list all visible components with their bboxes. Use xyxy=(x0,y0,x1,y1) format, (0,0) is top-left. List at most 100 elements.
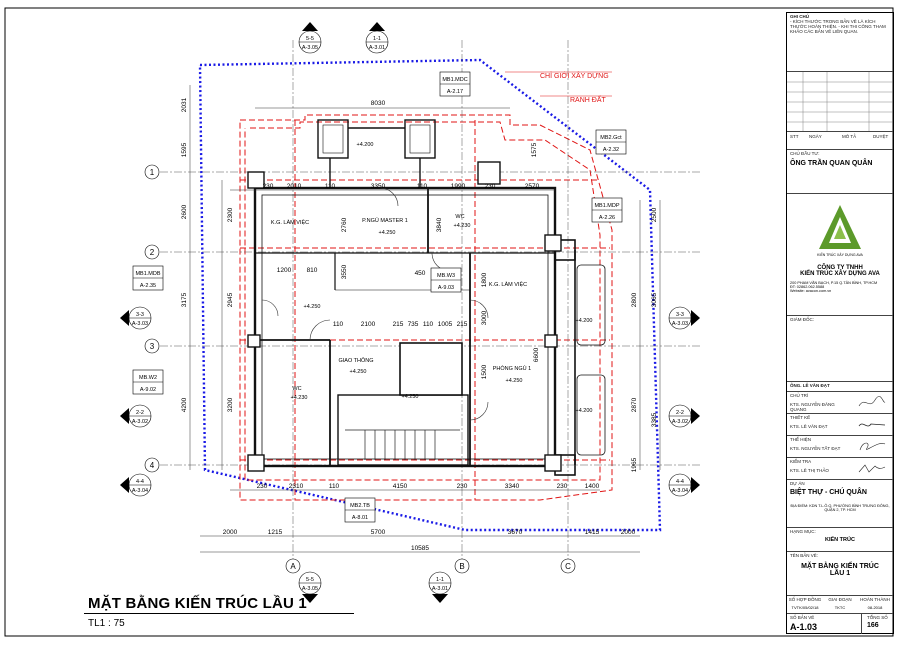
dim-int: 215 xyxy=(393,321,404,328)
drawing-name-line-1: MẶT BẰNG KIẾN TRÚC xyxy=(801,563,879,570)
code-header: HOÀN THÀNH xyxy=(860,597,890,602)
total-label: TỔNG SỐ xyxy=(867,615,888,620)
dim-bottom: 1415 xyxy=(585,529,600,536)
level-marks: +4.200 +4.250 +4.200 +4.250 +4.200 xyxy=(304,142,593,414)
dim-int: 215 xyxy=(457,321,468,328)
room-level: +4.230 xyxy=(454,223,471,229)
detail-id: MB1.MDB xyxy=(135,271,160,277)
role-draw: THỂ HIỆN KTS. NGUYỄN TẤT ĐẠT xyxy=(787,435,893,457)
dim-left: 2600 xyxy=(181,204,188,219)
code-value: TVTK/05/02/18 xyxy=(791,605,819,610)
detail-ref: A-2.32 xyxy=(603,147,619,153)
section-id: 3-3 xyxy=(676,312,684,318)
dim-left: 2300 xyxy=(227,207,234,222)
section-ref: A-3.02 xyxy=(672,419,688,425)
building-walls xyxy=(253,186,557,468)
section-id: 5-5 xyxy=(306,36,314,42)
dimensions-bottom: 230 2310 110 4150 230 3340 230 1400 2000… xyxy=(223,483,636,552)
section-ref: A-3.04 xyxy=(672,488,688,494)
section-mark: 1-1 A-3.01 xyxy=(365,22,389,54)
dim-int: 3000 xyxy=(481,310,488,325)
dim-int: 110 xyxy=(423,321,434,328)
rev-header: MÔ TẢ xyxy=(842,134,857,139)
notes-section: GHI CHÚ - KÍCH THƯỚC TRONG BẢN VẼ LÀ KÍC… xyxy=(787,13,893,71)
detail-tag: MB2.TB A-8.01 xyxy=(344,497,376,523)
total-sheets: 166 xyxy=(867,622,879,629)
company-section: KIẾN TRÚC XÂY DỰNG AVA CÔNG TY TNHH KIẾN… xyxy=(787,193,893,315)
director-name: ÔNG. LÊ VĂN ĐẠT xyxy=(790,383,830,388)
investor-label: CHỦ ĐẦU TƯ: xyxy=(790,151,820,156)
director-section: GIÁM ĐỐC: xyxy=(787,315,893,381)
dim-int: 3840 xyxy=(436,217,443,232)
annotation-setback: CHỈ GIỚI XÂY DỰNG xyxy=(540,71,609,80)
drawing-name-section: TÊN BẢN VẼ: MẶT BẰNG KIẾN TRÚC LẦU 1 xyxy=(787,551,893,595)
detail-tag: MB1.MDB A-2.35 xyxy=(132,265,164,291)
dimension-lines xyxy=(189,85,661,553)
detail-ref: A-2.17 xyxy=(447,89,463,95)
project-location: ĐỊA ĐIỂM: KDN T.L.Ô.Q. PHƯỜNG BÌNH TRƯNG… xyxy=(790,504,890,512)
logo-caption: KIẾN TRÚC XÂY DỰNG AVA xyxy=(817,253,863,257)
dim-right: 1575 xyxy=(531,142,538,157)
section-mark: 5-5 A-3.05 xyxy=(298,22,322,54)
room-level: +4.250 xyxy=(350,369,367,375)
detail-id: MB2.Gct xyxy=(600,135,622,141)
dim-right: 2870 xyxy=(631,397,638,412)
axis-bubbles: 1 2 3 4 A B C xyxy=(144,164,576,574)
dim-right: 2500 xyxy=(651,207,658,222)
project-name: BIỆT THỰ - CHÚ QUÂN xyxy=(790,489,867,496)
section-id: 1-1 xyxy=(373,36,381,42)
room-name: WC xyxy=(455,214,464,220)
revision-headers: STT NGÀY MÔ TẢ DUYỆT xyxy=(787,131,893,141)
signature xyxy=(858,423,886,427)
level-mark: +4.200 xyxy=(357,142,374,148)
room-name: GIAO THÔNG xyxy=(338,357,373,364)
level-mark: +4.250 xyxy=(402,394,419,400)
dim-top-overall: 8030 xyxy=(371,100,386,107)
room-name: K.G. LÀM VIỆC xyxy=(489,280,527,288)
section-mark: 3-3 A-3.03 xyxy=(668,306,700,330)
dim-bottom-overall: 10585 xyxy=(411,545,429,552)
detail-tags: MB1.MDC A-2.17 MB2.Gct A-2.32 MB1.MDP A-… xyxy=(132,71,627,523)
room-name: K.G. LÀM VIỆC xyxy=(271,218,309,226)
detail-tag: MB1.MDC A-2.17 xyxy=(439,71,471,97)
project-section: DỰ ÁN BIỆT THỰ - CHÚ QUÂN ĐỊA ĐIỂM: KDN … xyxy=(787,479,893,527)
axis-label-c: C xyxy=(565,562,571,571)
category-section: HẠNG MỤC: KIẾN TRÚC xyxy=(787,527,893,551)
annotation-plot-boundary: RANH ĐẤT xyxy=(570,94,607,104)
role-chief: CHỦ TRÌ KTS. NGUYỄN ĐĂNG QUANG xyxy=(787,391,893,413)
role-design: THIẾT KẾ KTS. LÊ VĂN ĐẠT xyxy=(787,413,893,435)
dim-bottom: 3670 xyxy=(508,529,523,536)
section-id: 2-2 xyxy=(676,410,684,416)
section-ref: A-3.03 xyxy=(132,321,148,327)
sheet-no: A-1.03 xyxy=(790,622,818,632)
dim-left: 3175 xyxy=(181,292,188,307)
role-check: KIỂM TRA KTS. LÊ THỊ THẢO xyxy=(787,457,893,479)
dim-left: 3200 xyxy=(227,397,234,412)
section-mark: 5-5 A-3.05 xyxy=(298,571,322,603)
notes-title: GHI CHÚ xyxy=(790,14,809,19)
dim-top: 230 xyxy=(263,183,274,190)
axis-label-4: 4 xyxy=(150,461,155,470)
company-line-1: CÔNG TY TNHH xyxy=(817,265,863,271)
dim-top: 230 xyxy=(485,183,496,190)
total-sheets-cell xyxy=(861,614,894,634)
detail-id: MB2.TB xyxy=(350,503,370,509)
site-boundary xyxy=(198,58,662,532)
dim-bottom: 5700 xyxy=(371,529,386,536)
drawing-scale: TL1 : 75 xyxy=(88,618,125,629)
detail-tag: MB.W3 A-9.03 xyxy=(430,267,462,293)
dim-bottom: 1215 xyxy=(268,529,283,536)
role-label: THỂ HIỆN xyxy=(790,437,812,442)
dim-int: 6600 xyxy=(533,347,540,362)
sheet-number-section: SỐ BẢN VẼ A-1.03 TỔNG SỐ 166 xyxy=(787,613,894,634)
code-header: SỐ HỢP ĐỒNG xyxy=(788,597,822,602)
axis-label-2: 2 xyxy=(150,248,155,257)
section-id: 1-1 xyxy=(436,577,444,583)
front-balcony xyxy=(317,119,436,188)
dim-bottom: 230 xyxy=(457,483,468,490)
detail-ref: A-2.26 xyxy=(599,215,615,221)
section-id: 5-5 xyxy=(306,577,314,583)
section-marks: 5-5 A-3.05 1-1 A-3.01 3-3 A-3.03 3-3 A-3… xyxy=(120,22,700,603)
staircase xyxy=(345,429,460,460)
